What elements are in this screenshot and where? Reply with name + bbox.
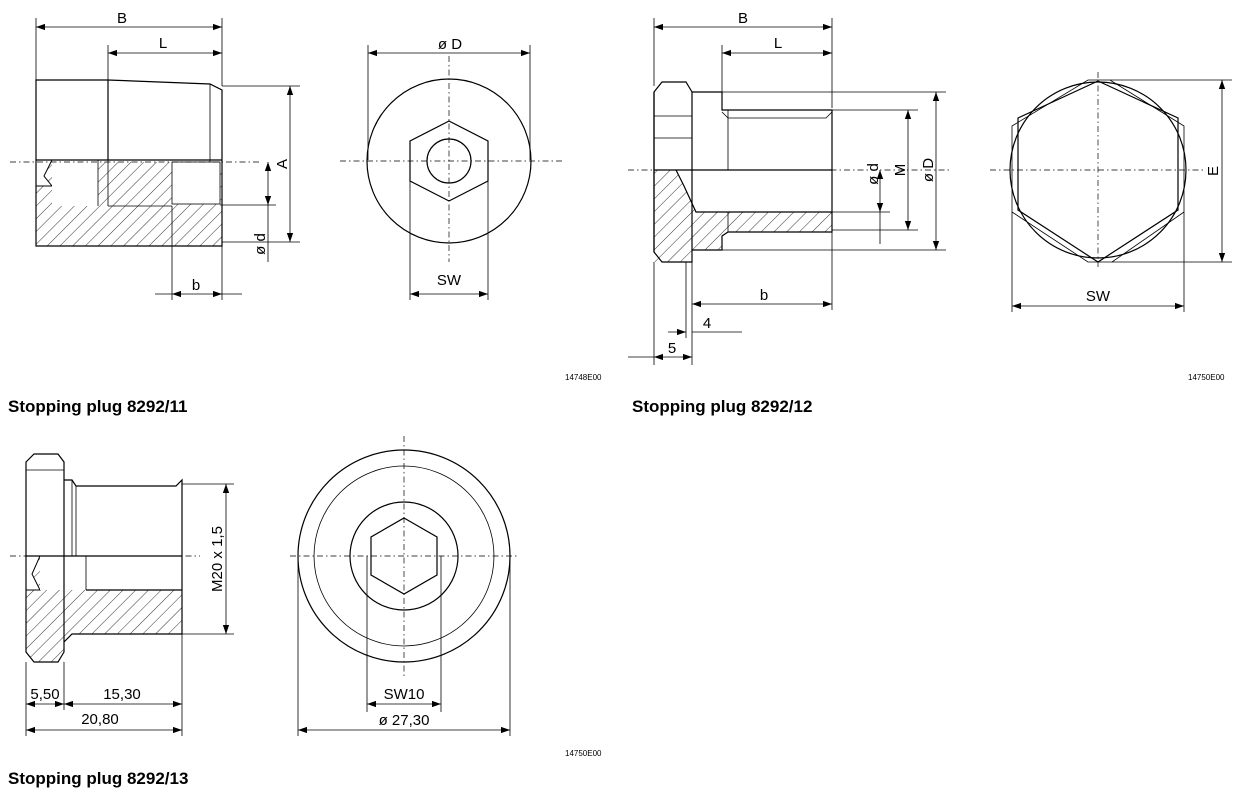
dim-L-label: L	[774, 35, 782, 52]
drawing-code: 14750E00	[565, 749, 602, 758]
dim-5-label: 5	[668, 340, 676, 357]
dim-b-label: b	[760, 287, 768, 304]
dim-D-label: ø D	[438, 36, 462, 53]
dim-D-label: ø D	[920, 158, 937, 182]
dim-SW-label: SW	[437, 272, 462, 289]
dim-4-label: 4	[703, 315, 711, 332]
figure-title: Stopping plug 8292/12	[632, 397, 812, 416]
side-view-8292-13: M20 x 1,5 5,50 15,30 20,80	[10, 453, 234, 736]
figure-8292-13: M20 x 1,5 5,50 15,30 20,80 SW10 ø 27,30 …	[8, 436, 602, 788]
dim-A-label: A	[274, 159, 291, 169]
dim-head-label: 5,50	[30, 686, 59, 703]
dim-SW-label: SW	[1086, 288, 1111, 305]
end-view-8292-12: E SW	[990, 72, 1232, 312]
end-view-8292-11: ø D SW	[340, 36, 562, 300]
figure-title: Stopping plug 8292/11	[8, 397, 187, 416]
drawing-code: 14748E00	[565, 373, 602, 382]
dim-B-label: B	[738, 10, 748, 27]
drawing-code: 14750E00	[1188, 373, 1225, 382]
dim-E-label: E	[1205, 166, 1222, 176]
dim-B-label: B	[117, 10, 127, 27]
dim-shaft-label: 15,30	[103, 686, 141, 703]
dim-M-label: M	[892, 164, 909, 177]
side-view-8292-12: B L ø d M ø D b 4 5	[628, 10, 950, 365]
dim-D-label: ø 27,30	[379, 712, 430, 729]
figure-8292-11: B L A ø d b ø D SW 14748E00 Stopping plu…	[8, 10, 602, 416]
dim-d-label: ø d	[865, 163, 882, 185]
dim-SW-label: SW10	[384, 686, 425, 703]
dim-d-label: ø d	[252, 233, 269, 255]
side-view-8292-11: B L A ø d b	[10, 10, 300, 300]
dim-b-label: b	[192, 277, 200, 294]
figure-8292-12: B L ø d M ø D b 4 5 E SW 14750E00 Stoppi…	[628, 10, 1232, 416]
dim-L-label: L	[159, 35, 167, 52]
figure-title: Stopping plug 8292/13	[8, 769, 188, 788]
dim-thread-label: M20 x 1,5	[209, 526, 226, 592]
dim-total-label: 20,80	[81, 711, 119, 728]
end-view-8292-13: SW10 ø 27,30	[290, 436, 518, 736]
